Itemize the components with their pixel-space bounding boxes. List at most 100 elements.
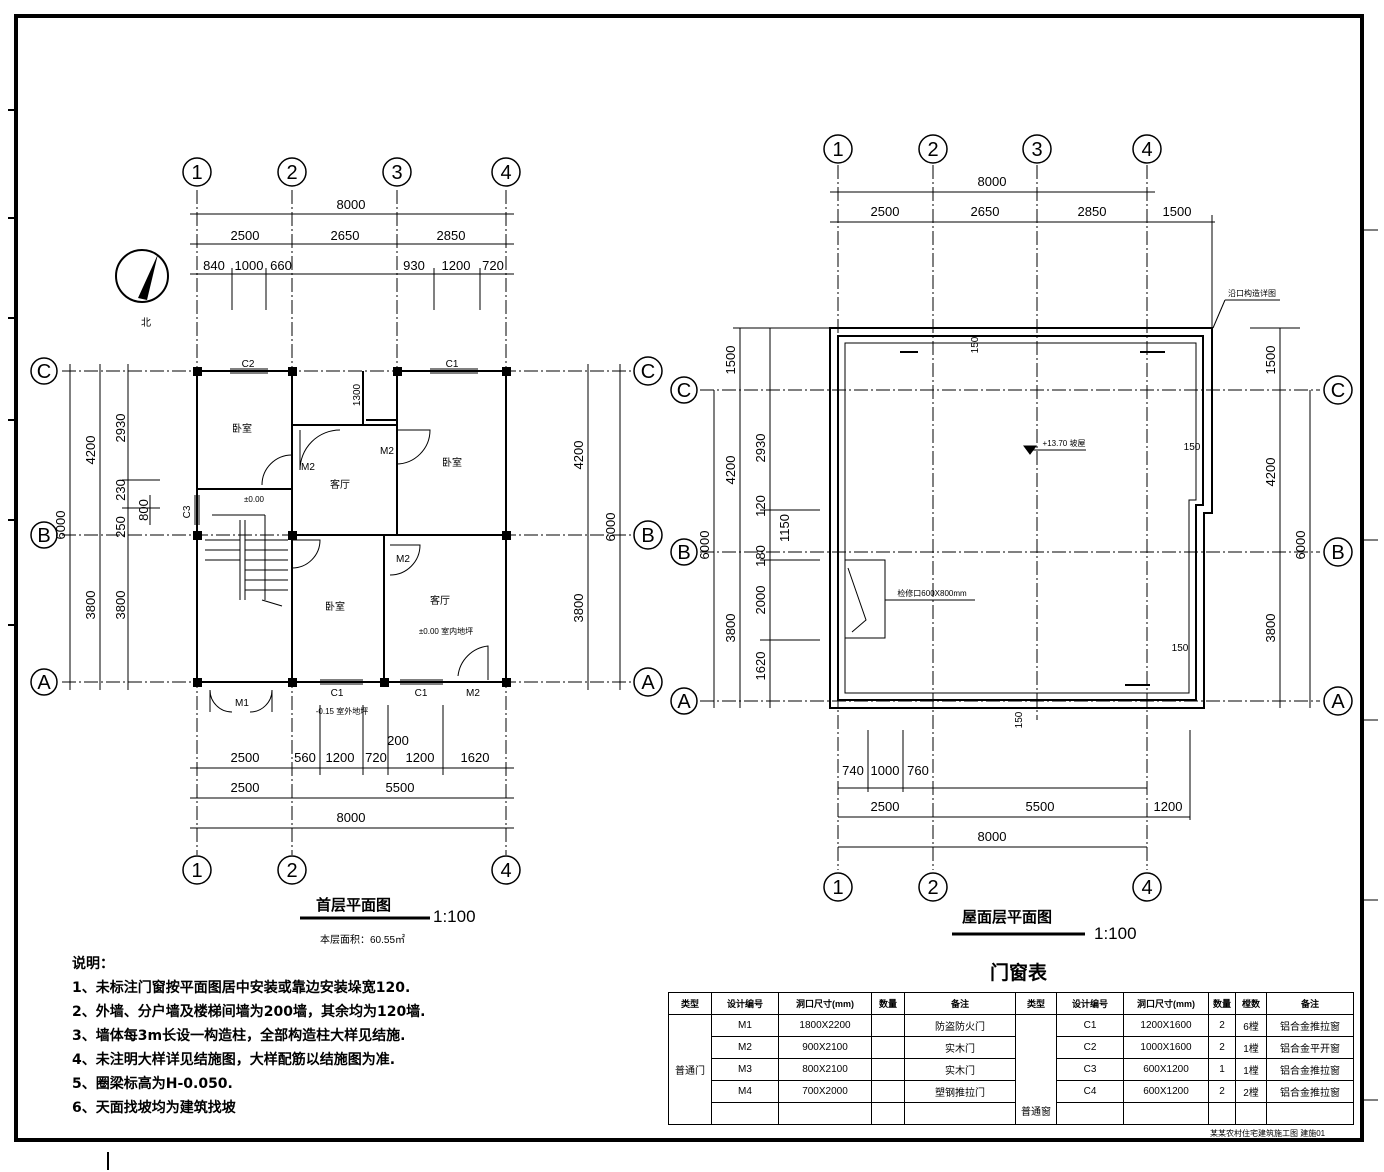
axis-bubble: [30, 357, 58, 385]
table-cell: C2: [1056, 1036, 1124, 1059]
door-tag: M2: [466, 688, 480, 699]
gutter-note: 沿口构造详图: [1228, 288, 1276, 298]
table-cell: 600X1200: [1123, 1080, 1209, 1103]
table-header-cell: 设计编号: [711, 992, 779, 1015]
table-header-cell: 备注: [1266, 992, 1354, 1015]
dimension-text: 1620: [461, 750, 490, 765]
table-cell: 铝合金推拉窗: [1266, 1080, 1354, 1103]
table-cell: 普通窗: [1015, 1014, 1057, 1125]
dimension-text: 5500: [386, 780, 415, 795]
table-cell: 900X2100: [778, 1036, 872, 1059]
axis-label: 2: [927, 877, 938, 899]
dimension-text: 150: [1014, 711, 1025, 728]
axis-bubble: [382, 157, 412, 187]
axis-bubble: [633, 520, 663, 550]
axis-label: A: [677, 691, 691, 713]
dimension-text: 180: [753, 545, 768, 567]
table-cell: 600X1200: [1123, 1058, 1209, 1081]
elevation-mark: +13.70 坡屋: [1043, 438, 1086, 448]
table-cell: 700X2000: [778, 1080, 872, 1103]
dimension-text: 4200: [571, 441, 586, 470]
axis-label: B: [641, 525, 654, 547]
axis-label: C: [37, 361, 51, 383]
axis-bubble: [182, 855, 212, 885]
dimension-text: 800: [136, 499, 151, 521]
door-window-table-title: 门窗表: [990, 962, 1048, 984]
axis-label: 4: [1141, 877, 1152, 899]
table-cell: [871, 1014, 905, 1037]
dimension-text: 4200: [1263, 458, 1278, 487]
axis-bubble: [1132, 872, 1162, 902]
table-cell: 实木门: [904, 1058, 1016, 1081]
axis-bubble: [491, 855, 521, 885]
dimension-text: 150: [970, 336, 981, 353]
dimension-text: 1200: [326, 750, 355, 765]
elevation-mark: ±0.00 室内地坪: [419, 626, 473, 636]
table-cell: [778, 1102, 872, 1125]
notes-heading: 说明：: [72, 956, 114, 972]
staircase: [205, 514, 288, 607]
axis-label: B: [677, 542, 690, 564]
table-row: M2 900X2100 实木门 C2 1000X1600 2 1樘 铝合金平开窗: [669, 1036, 1354, 1059]
table-row: 普通门 M1 1800X2200 防盗防火门 普通窗 C1 1200X1600 …: [668, 1014, 1354, 1125]
axis-label: 1: [191, 162, 202, 184]
dimension-text: 1150: [777, 514, 792, 542]
roof-hatch: [844, 299, 1280, 686]
axis-bubble: [1022, 134, 1052, 164]
dimension-text: 250: [113, 516, 128, 538]
axis-bubble: [633, 356, 663, 386]
door-window-table: 类型 设计编号 洞口尺寸(mm) 数量 备注 类型 设计编号 洞口尺寸(mm) …: [668, 992, 1354, 1125]
dimension-text: 1500: [723, 346, 738, 375]
table-cell: [871, 1058, 905, 1081]
axis-bubble: [823, 872, 853, 902]
axis-label: 1: [832, 139, 843, 161]
axis-label: C: [677, 380, 691, 402]
table-cell: 2樘: [1235, 1080, 1267, 1103]
plan-scale: 1:100: [1094, 924, 1137, 943]
table-cell: 实木门: [904, 1036, 1016, 1059]
dimension-text: 8000: [978, 174, 1007, 189]
dimension-text: 720: [365, 750, 387, 765]
table-cell: [1208, 1102, 1236, 1125]
table-cell: C1: [1056, 1014, 1124, 1037]
axis-bubble: [633, 667, 663, 697]
dimension-text: 1000: [235, 258, 264, 273]
table-header-cell: 数量: [871, 992, 905, 1015]
elevation-mark: ±0.00: [244, 495, 265, 504]
table-header-row: 类型 设计编号 洞口尺寸(mm) 数量 备注 类型 设计编号 洞口尺寸(mm) …: [668, 992, 1354, 1015]
north-label: 北: [141, 317, 151, 329]
table-cell: 1樘: [1235, 1058, 1267, 1081]
table-header-cell: 洞口尺寸(mm): [1123, 992, 1209, 1015]
ground-floor-plan: 1 2 3 4 1 2 4 C B A C B A 8000 2500 2650…: [30, 157, 663, 946]
axis-label: 1: [832, 877, 843, 899]
table-cell: 塑钢推拉门: [904, 1080, 1016, 1103]
dimension-text: 1500: [1263, 346, 1278, 375]
dimension-text: 3800: [83, 591, 98, 620]
dimension-text: 3800: [571, 594, 586, 623]
door-tag: M1: [235, 698, 249, 709]
axis-label: 3: [391, 162, 402, 184]
table-cell: 6樘: [1235, 1014, 1267, 1037]
axis-bubble: [823, 134, 853, 164]
dimension-text: 1300: [352, 383, 363, 406]
plan-title: 首层平面图: [316, 896, 391, 914]
dimension-text: 740: [842, 763, 864, 778]
dimension-text: 4200: [723, 456, 738, 485]
plan-title: 屋面层平面图: [962, 909, 1052, 926]
table-cell: [1056, 1102, 1124, 1125]
table-header-cell: 樘数: [1235, 992, 1267, 1015]
dimension-text: 560: [294, 750, 316, 765]
note-item: 3、墙体每3m长设一构造柱，全部构造柱大样见结施.: [72, 1028, 406, 1044]
dimension-text: 2500: [231, 780, 260, 795]
dimension-text: 1200: [442, 258, 471, 273]
axis-bubble: [670, 376, 698, 404]
area-note: 本层面积：60.55㎡: [320, 933, 405, 946]
dimension-text: 6000: [697, 531, 712, 560]
dimension-text: 2000: [753, 586, 768, 615]
dimension-text: 4200: [83, 436, 98, 465]
table-header-cell: 备注: [904, 992, 1016, 1015]
axis-label: 2: [286, 860, 297, 882]
dimension-text: 760: [907, 763, 929, 778]
dimension-text: 2500: [231, 750, 260, 765]
